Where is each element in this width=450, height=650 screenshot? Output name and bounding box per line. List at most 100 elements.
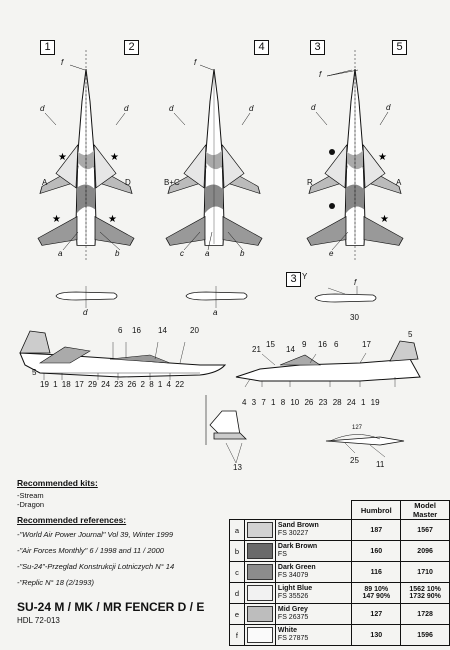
side-view-drawings	[19, 330, 421, 464]
part-6: 6	[118, 326, 123, 335]
callout-A: A	[396, 178, 402, 187]
color-name: Dark Green	[277, 564, 316, 571]
color-swatch	[243, 519, 276, 541]
part-16: 16	[132, 326, 141, 335]
recommended-references-heading: Recommended references:	[17, 515, 127, 525]
callout-f: f	[61, 58, 64, 67]
color-swatch	[243, 582, 276, 604]
color-letter: f	[229, 624, 245, 646]
color-name: Light Blue	[277, 585, 313, 592]
callout-a: a	[213, 308, 218, 317]
swatch-fill	[246, 522, 273, 538]
part-9: 9	[302, 340, 307, 349]
swatch-fill	[246, 627, 273, 643]
color-swatch	[243, 540, 276, 562]
model-master-value: 1567	[400, 519, 450, 541]
fs-code: FS 27875	[277, 635, 309, 642]
callout-d: d	[311, 103, 316, 112]
color-name: Mid Grey	[277, 606, 308, 613]
color-letter: a	[229, 519, 245, 541]
part-17: 17	[362, 340, 371, 349]
view-number-5: 5	[392, 40, 407, 55]
right-bottom-numbers: 4 3 7 1 8 10 26 23 28 24 1 19	[242, 398, 380, 407]
swatch-fill	[246, 543, 273, 559]
reference-item: -"Replic N° 18 (2/1993)	[17, 578, 94, 587]
part-25: 25	[350, 456, 359, 465]
view-number-3: 3	[310, 40, 325, 55]
view-number-1: 1	[40, 40, 55, 55]
part-5: 5	[32, 368, 37, 377]
part-127: 127	[352, 425, 363, 431]
humbrol-value: 187	[351, 519, 402, 541]
svg-text:★: ★	[52, 214, 61, 225]
color-letter: e	[229, 603, 245, 625]
color-swatch	[243, 561, 276, 583]
callout-D: D	[125, 178, 131, 187]
color-swatch	[243, 624, 276, 646]
part-6: 6	[334, 340, 339, 349]
swatch-fill	[246, 564, 273, 580]
model-master-value: 1596	[400, 624, 450, 646]
reference-item: -"Air Forces Monthly" 6 / 1998 and 11 / …	[17, 546, 164, 555]
color-name: Sand Brown	[277, 522, 319, 529]
view-number-4: 4	[254, 40, 269, 55]
page-title: SU-24 M / MK / MR FENCER D / E	[17, 600, 205, 614]
callout-d: d	[83, 308, 88, 317]
fs-code: FS 26375	[277, 614, 309, 621]
fs-code: FS 35526	[277, 593, 309, 600]
kit-item: -Stream	[17, 491, 44, 500]
part-11: 11	[376, 460, 385, 469]
svg-text:★: ★	[378, 152, 387, 163]
model-master-value: 1728	[400, 603, 450, 625]
callout-d: d	[249, 104, 254, 113]
fs-code: FS 34079	[277, 572, 309, 579]
callout-a: a	[58, 249, 63, 258]
part-14: 14	[286, 345, 295, 354]
color-letter: d	[229, 582, 245, 604]
color-letter: b	[229, 540, 245, 562]
color-letter: c	[229, 561, 245, 583]
callout-a: a	[205, 249, 210, 258]
callout-b: b	[240, 249, 245, 258]
callout-f: f	[354, 278, 357, 287]
svg-text:★: ★	[380, 214, 389, 225]
kit-item: -Dragon	[17, 500, 45, 509]
model-master-value: 2096	[400, 540, 450, 562]
svg-text:★: ★	[110, 152, 119, 163]
humbrol-value: 89 10% 147 90%	[351, 582, 402, 604]
part-15: 15	[266, 340, 275, 349]
callout-30: 30	[350, 313, 359, 322]
model-master-value: 1562 10% 1732 90%	[400, 582, 450, 604]
callout-R: R	[307, 178, 313, 187]
callout-b: b	[115, 249, 120, 258]
swatch-fill	[246, 585, 273, 601]
callout-e: e	[329, 249, 334, 258]
humbrol-header: Humbrol	[351, 500, 402, 520]
reference-item: -"World Air Power Journal" Vol 39, Winte…	[17, 530, 174, 539]
humbrol-value: 127	[351, 603, 402, 625]
part-16: 16	[318, 340, 327, 349]
svg-text:★: ★	[108, 214, 117, 225]
product-code: HDL 72-013	[17, 616, 60, 625]
humbrol-value: 160	[351, 540, 402, 562]
humbrol-value: 130	[351, 624, 402, 646]
callout-d: d	[124, 104, 129, 113]
fs-code: FS 30227	[277, 530, 309, 537]
part-14: 14	[158, 326, 167, 335]
reference-item: -"Su-24"-Przeglad Konstrukcji Lotniczych…	[17, 562, 175, 571]
humbrol-value: 116	[351, 561, 402, 583]
part-21: 21	[252, 345, 261, 354]
callout-d: d	[40, 104, 45, 113]
model-master-value: 1710	[400, 561, 450, 583]
callout-Y: Y	[302, 272, 308, 281]
color-name: White	[277, 627, 297, 634]
fs-code: FS	[277, 551, 287, 558]
